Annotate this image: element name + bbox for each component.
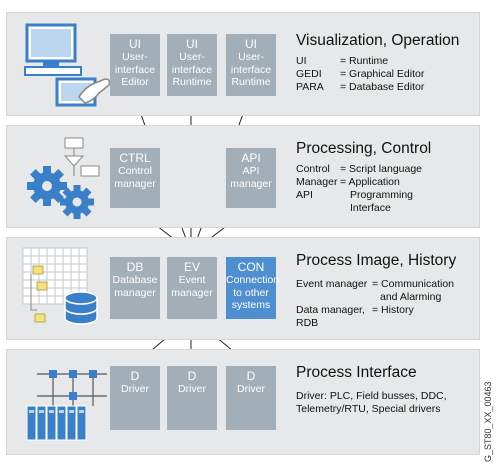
layer-title: Process Interface	[296, 364, 417, 381]
layer-processing: CTRL Control manager API API manager Pro…	[6, 125, 480, 228]
layer-title: Process Image, History	[296, 252, 457, 269]
layer-title: Visualization, Operation	[296, 32, 460, 49]
ev-manager-box: EV Event manager	[167, 257, 217, 319]
layer-visualization: UI User- interface Editor UI User- inter…	[6, 12, 480, 116]
gears-flowchart-icon	[27, 137, 100, 219]
layer-title: Processing, Control	[296, 140, 432, 157]
ui-runtime-box-1: UI User- interface Runtime	[167, 34, 217, 96]
api-manager-box: API API manager	[226, 148, 276, 208]
connection-box: CON Connection to other systems	[226, 257, 279, 319]
database-table-icon	[22, 247, 98, 325]
ctrl-manager-box: CTRL Control manager	[110, 148, 160, 208]
computer-hand-icon	[24, 23, 111, 107]
layer-process-interface: D Driver D Driver D Driver Process Inter…	[6, 349, 480, 455]
driver-box-2: D Driver	[167, 366, 217, 430]
field-devices-icon	[26, 370, 107, 441]
driver-box-3: D Driver	[226, 366, 276, 430]
ui-editor-box: UI User- interface Editor	[110, 34, 160, 96]
driver-box-1: D Driver	[110, 366, 160, 430]
ui-runtime-box-2: UI User- interface Runtime	[226, 34, 276, 96]
db-manager-box: DB Database manager	[110, 257, 160, 319]
layer-process-image: DB Database manager EV Event manager CON…	[6, 237, 480, 340]
figure-id-label: G_ST80_XX_00463	[483, 381, 493, 462]
